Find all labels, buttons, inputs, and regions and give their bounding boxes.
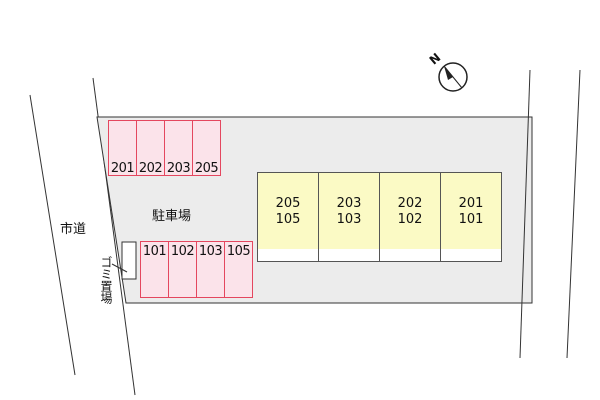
parking-stall: 203 [164,120,193,176]
unit-number-lower: 102 [397,211,423,227]
unit-number-lower: 105 [275,211,301,227]
unit-face: 201 101 [441,173,501,251]
unit-number-upper: 203 [336,195,362,211]
road-edge-left [29,94,76,376]
unit-number-lower: 103 [336,211,362,227]
boundary-line-right-2 [566,69,581,359]
unit-number-upper: 201 [458,195,484,211]
unit-face: 205 105 [258,173,318,251]
unit-corridor [380,249,440,261]
stall-number: 202 [138,161,163,176]
parking-stall: 205 [192,120,221,176]
building-unit: 203 103 [318,172,380,262]
stall-number: 203 [166,161,191,176]
parking-stall: 103 [196,241,225,298]
building-unit: 205 105 [257,172,319,262]
stall-number: 105 [226,244,251,259]
garbage-leader-line [111,263,128,273]
parking-stalls-lower: 101 102 103 105 [140,241,253,298]
unit-face: 202 102 [380,173,440,251]
stall-number: 205 [194,161,219,176]
parking-stall: 101 [140,241,169,298]
stall-number: 101 [142,244,167,259]
building-unit: 201 101 [440,172,502,262]
garbage-area-label: ゴミ置場 [99,256,113,304]
stall-number: 103 [198,244,223,259]
unit-number-upper: 205 [275,195,301,211]
garbage-area-box [121,241,137,280]
boundary-line-right-1 [519,69,531,359]
unit-corridor [258,249,318,261]
parking-stall: 201 [108,120,137,176]
road-label: 市道 [60,222,87,237]
parking-label: 駐車場 [152,209,192,224]
north-compass-icon [438,62,468,92]
stall-number: 102 [170,244,195,259]
unit-corridor [319,249,379,261]
parking-stall: 102 [168,241,197,298]
unit-corridor [441,249,501,261]
stall-number: 201 [110,161,135,176]
parking-stall: 202 [136,120,165,176]
parking-stall: 105 [224,241,253,298]
unit-number-upper: 202 [397,195,423,211]
unit-face: 203 103 [319,173,379,251]
building-unit: 202 102 [379,172,441,262]
parking-stalls-upper: 201 202 203 205 [108,120,221,176]
unit-number-lower: 101 [458,211,484,227]
apartment-building: 205 105 203 103 202 102 201 101 [257,172,502,262]
